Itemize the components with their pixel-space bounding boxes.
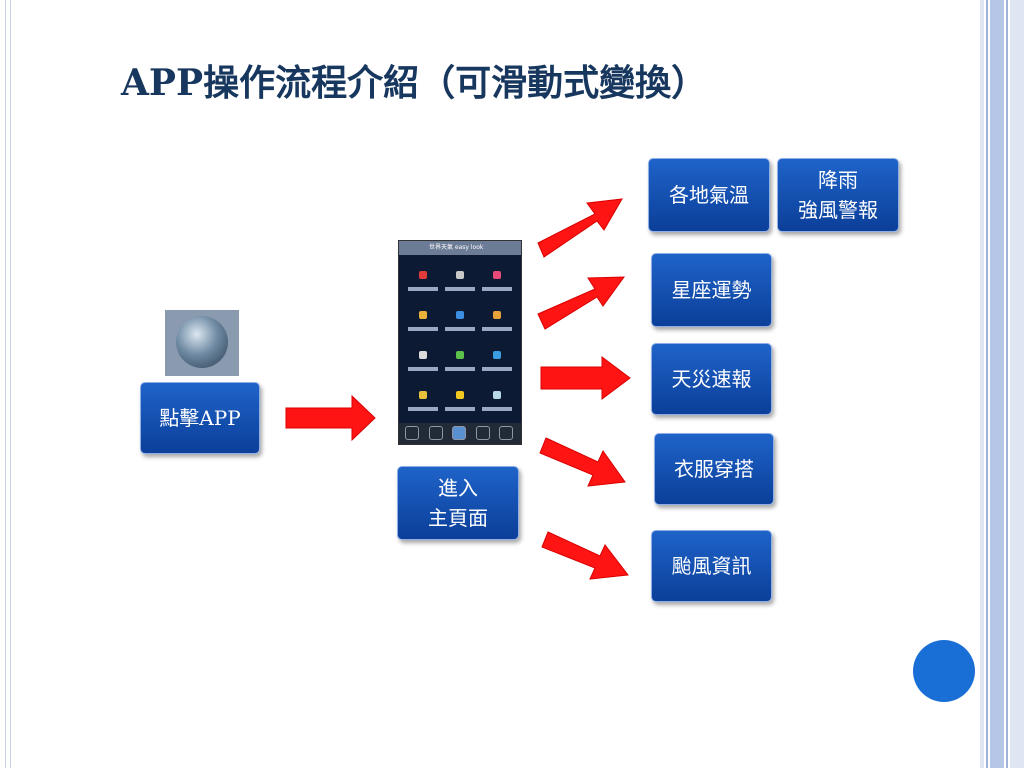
arrow-right-icon [285, 394, 376, 442]
rain-wind-warning-label: 降雨 強風警報 [798, 168, 878, 222]
phone-grid-icon [482, 265, 512, 301]
phone-home-screenshot: 世界天氣 easy look [398, 240, 522, 445]
phone-grid-icon [445, 385, 475, 421]
phone-status-bar: 世界天氣 easy look [399, 241, 521, 255]
phone-grid-icon [482, 305, 512, 341]
phone-grid-icon [482, 385, 512, 421]
app-icon[interactable] [165, 310, 239, 376]
horoscope-button[interactable]: 星座運勢 [651, 253, 772, 327]
enter-home-label: 進入 主頁面 [428, 476, 488, 530]
phone-icon-grid [406, 261, 514, 421]
tap-app-button[interactable]: 點擊APP [140, 382, 260, 454]
outfit-button[interactable]: 衣服穿搭 [654, 433, 774, 505]
phone-grid-icon [445, 265, 475, 301]
phone-tab-bar [399, 423, 521, 444]
grid-icon [476, 426, 490, 440]
decorative-circle [913, 640, 975, 702]
disaster-report-button[interactable]: 天災速報 [651, 343, 772, 415]
temperature-button[interactable]: 各地氣溫 [648, 158, 770, 232]
home-icon [452, 426, 466, 440]
slide-left-border [0, 0, 11, 768]
arrow-up-right-icon [537, 276, 625, 330]
typhoon-info-button[interactable]: 颱風資訊 [651, 530, 772, 602]
phone-grid-icon [445, 305, 475, 341]
temperature-label: 各地氣溫 [669, 183, 749, 207]
clock-icon [429, 426, 443, 440]
phone-grid-icon [445, 345, 475, 381]
arrow-up-right-icon [537, 198, 623, 258]
phone-grid-icon [482, 345, 512, 381]
enter-home-button[interactable]: 進入 主頁面 [397, 466, 519, 540]
phone-grid-icon [408, 265, 438, 301]
horoscope-label: 星座運勢 [671, 278, 752, 302]
disaster-report-label: 天災速報 [671, 367, 752, 391]
more-icon [499, 426, 513, 440]
phone-grid-icon [408, 305, 438, 341]
slide-title: APP操作流程介紹（可滑動式變換） [121, 62, 708, 104]
calendar-icon [405, 426, 419, 440]
phone-grid-icon [408, 385, 438, 421]
slide-right-border [980, 0, 1024, 768]
globe-icon [176, 316, 228, 368]
typhoon-info-label: 颱風資訊 [671, 554, 752, 578]
arrow-right-icon [540, 356, 631, 400]
phone-grid-icon [408, 345, 438, 381]
rain-wind-warning-button[interactable]: 降雨 強風警報 [777, 158, 899, 232]
phone-header-text: 世界天氣 easy look [429, 244, 484, 251]
arrow-down-right-icon [541, 531, 629, 580]
tap-app-label: 點擊APP [159, 406, 241, 430]
outfit-label: 衣服穿搭 [674, 457, 754, 481]
arrow-down-right-icon [539, 437, 626, 487]
